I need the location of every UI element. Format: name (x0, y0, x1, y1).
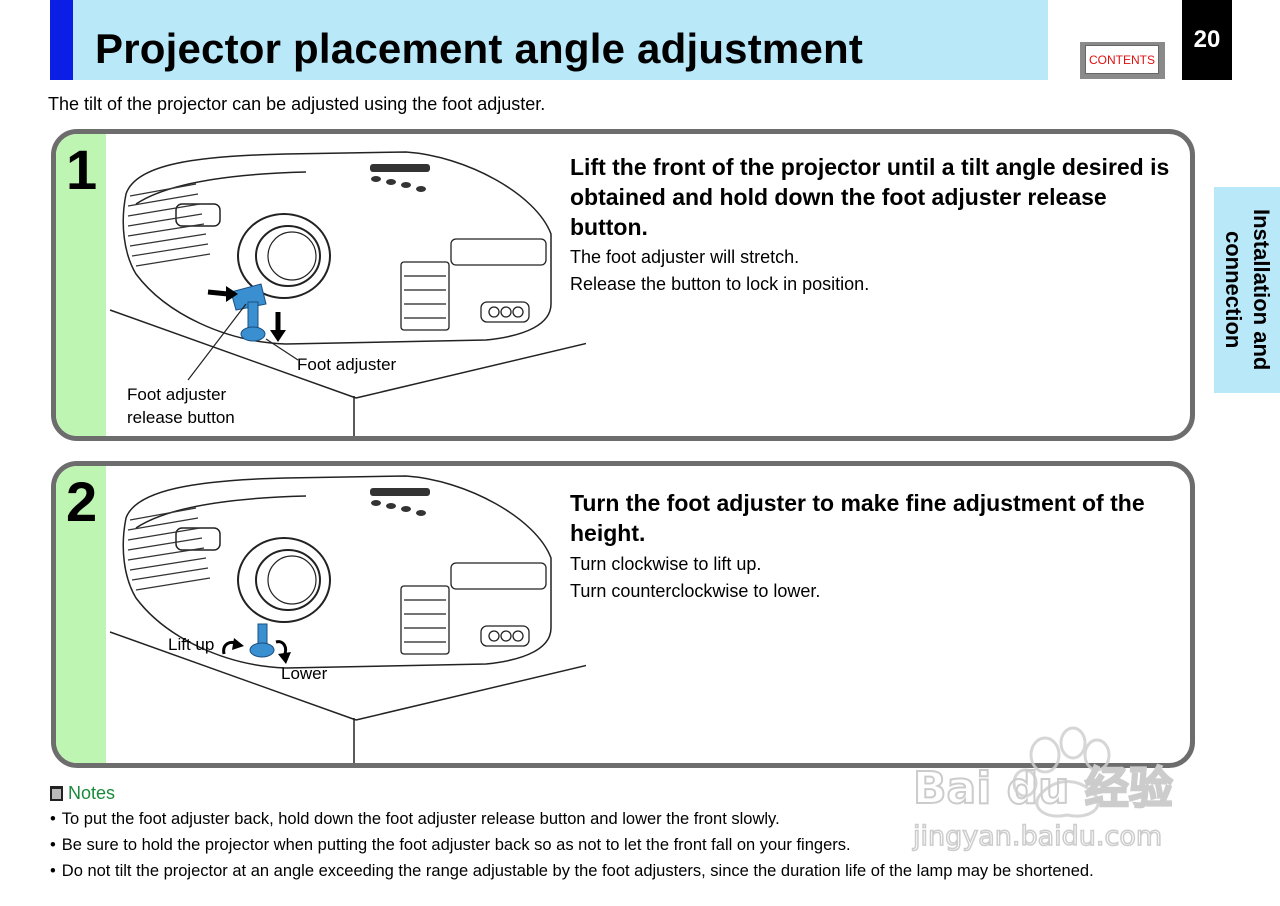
contents-button[interactable]: CONTENTS (1080, 42, 1165, 79)
intro-text: The tilt of the projector can be adjuste… (48, 94, 546, 114)
callout-lift-up: Lift up (168, 635, 215, 654)
side-tab-label: Installation and connection (1221, 209, 1274, 371)
header-accent (50, 0, 73, 80)
step-strip (56, 134, 106, 436)
step-number: 1 (66, 138, 98, 201)
projector-illustration (109, 151, 586, 436)
side-tab-installation[interactable]: Installation and connection (1214, 187, 1280, 393)
notes-title: Notes (68, 783, 116, 803)
watermark-brand: Bai du 经验 (913, 763, 1173, 814)
note-item: Do not tilt the projector at an angle ex… (50, 858, 1094, 884)
header-bar (50, 0, 1048, 80)
note-item: Be sure to hold the projector when putti… (50, 832, 1094, 858)
arrow-right-icon (207, 289, 229, 297)
step-line-1: The foot adjuster will stretch. (570, 247, 800, 267)
step-panel-2: 2 (51, 461, 1195, 768)
notes-list: To put the foot adjuster back, hold down… (50, 806, 1094, 884)
page-number: 20 (1182, 0, 1232, 80)
callout-foot-adjuster: Foot adjuster (297, 355, 397, 374)
page-title: Projector placement angle adjustment (95, 25, 864, 72)
callout-lower: Lower (281, 664, 328, 683)
notes-heading: Notes (50, 783, 115, 804)
contents-button-label: CONTENTS (1085, 45, 1159, 74)
step-line-2: Release the button to lock in position. (570, 274, 870, 294)
step-line-2: Turn counterclockwise to lower. (570, 581, 821, 601)
step-number: 2 (66, 470, 98, 533)
notes-icon (50, 786, 63, 801)
step-heading: Lift the front of the projector until a … (570, 154, 1170, 240)
baidu-watermark: Bai du 经验 jingyan.baidu.com (911, 726, 1174, 853)
watermark-url: jingyan.baidu.com (912, 821, 1162, 852)
callout-release-button: Foot adjuster release button (127, 385, 235, 427)
step-panel-1: 1 (51, 129, 1195, 441)
step-line-1: Turn clockwise to lift up. (570, 554, 762, 574)
note-item: To put the foot adjuster back, hold down… (50, 806, 1094, 832)
step-heading: Turn the foot adjuster to make fine adju… (570, 490, 1145, 546)
projector-illustration (109, 475, 586, 763)
step-strip (56, 466, 106, 763)
